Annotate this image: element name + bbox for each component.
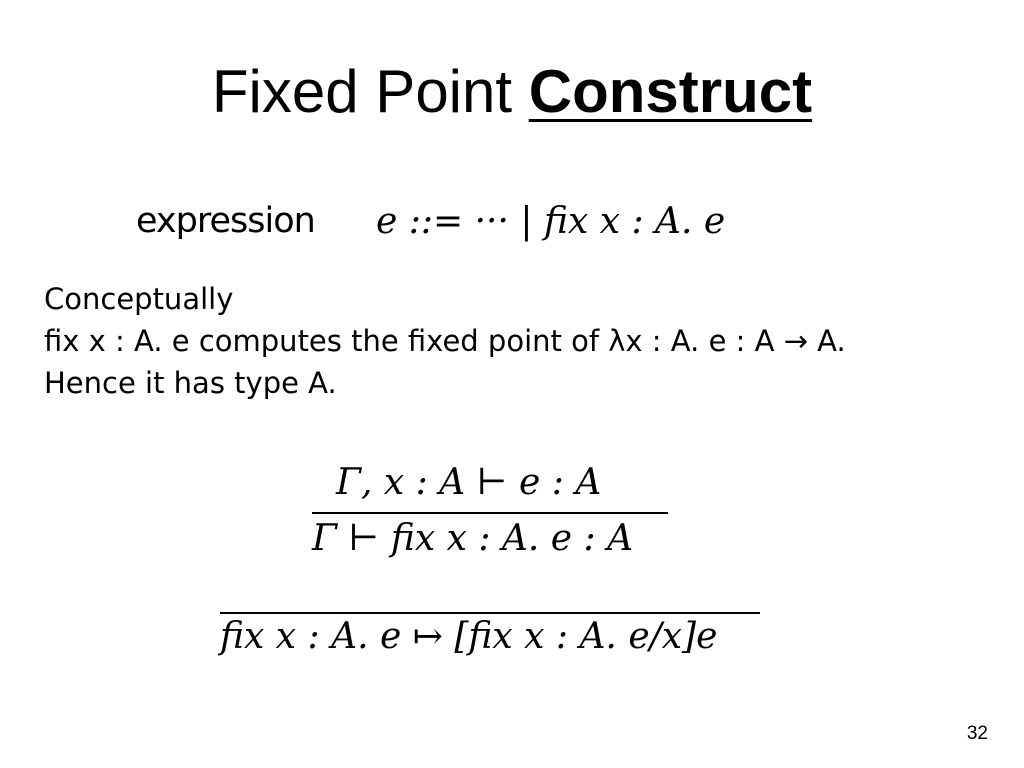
reduction-conclusion: fix x : A. e ↦ [fix x : A. e/x]e (220, 616, 718, 657)
typing-rule-bar (312, 512, 668, 514)
concept-line-3: Hence it has type A. (44, 366, 337, 400)
grammar-rule: expression e ::= ··· | fix x : A. e (0, 197, 1024, 253)
title-plain: Fixed Point (211, 58, 529, 125)
concept-line-2: fix x : A. e computes the fixed point of… (44, 324, 846, 358)
slide-title: Fixed Point Construct (0, 58, 1024, 126)
reduction-rule-bar (220, 612, 760, 614)
grammar-label: expression (136, 201, 316, 241)
typing-premise: Γ, x : A ⊢ e : A (336, 462, 602, 503)
page-number: 32 (966, 723, 988, 744)
grammar-production: e ::= ··· | fix x : A. e (376, 201, 726, 242)
typing-conclusion: Γ ⊢ fix x : A. e : A (312, 518, 634, 559)
concept-line-1: Conceptually (44, 282, 234, 316)
concept-paragraph: Conceptually fix x : A. e computes the f… (44, 278, 846, 404)
title-emphasis: Construct (528, 58, 813, 125)
